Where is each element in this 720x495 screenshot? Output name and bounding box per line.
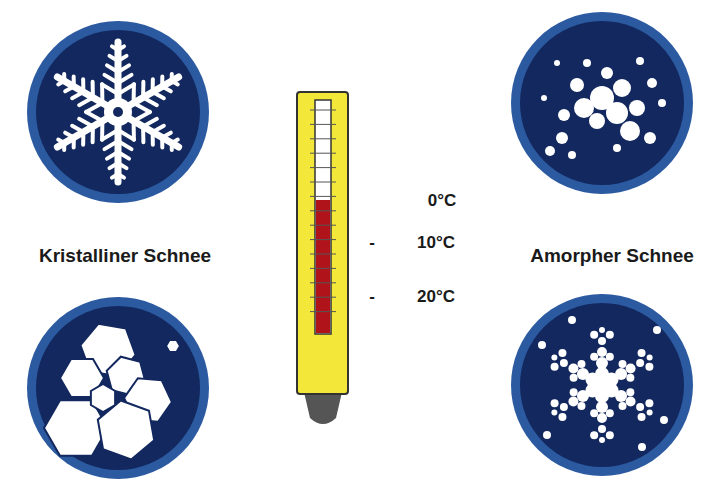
- temperature-label: -: [369, 234, 375, 251]
- snow-badge: [511, 294, 693, 476]
- temperature-label: 20°C: [417, 288, 455, 305]
- temperature-label: -: [369, 288, 375, 305]
- snow-type-label: Amorpher Schnee: [530, 246, 694, 265]
- temperature-label: 10°C: [417, 234, 455, 251]
- snow-badge: [511, 12, 693, 194]
- temperature-label: 0°C: [428, 192, 457, 209]
- thermometer: [297, 92, 348, 424]
- snow-type-label: Kristalliner Schnee: [39, 246, 211, 265]
- snow-badge: [27, 297, 209, 479]
- snow-badge: [27, 21, 209, 203]
